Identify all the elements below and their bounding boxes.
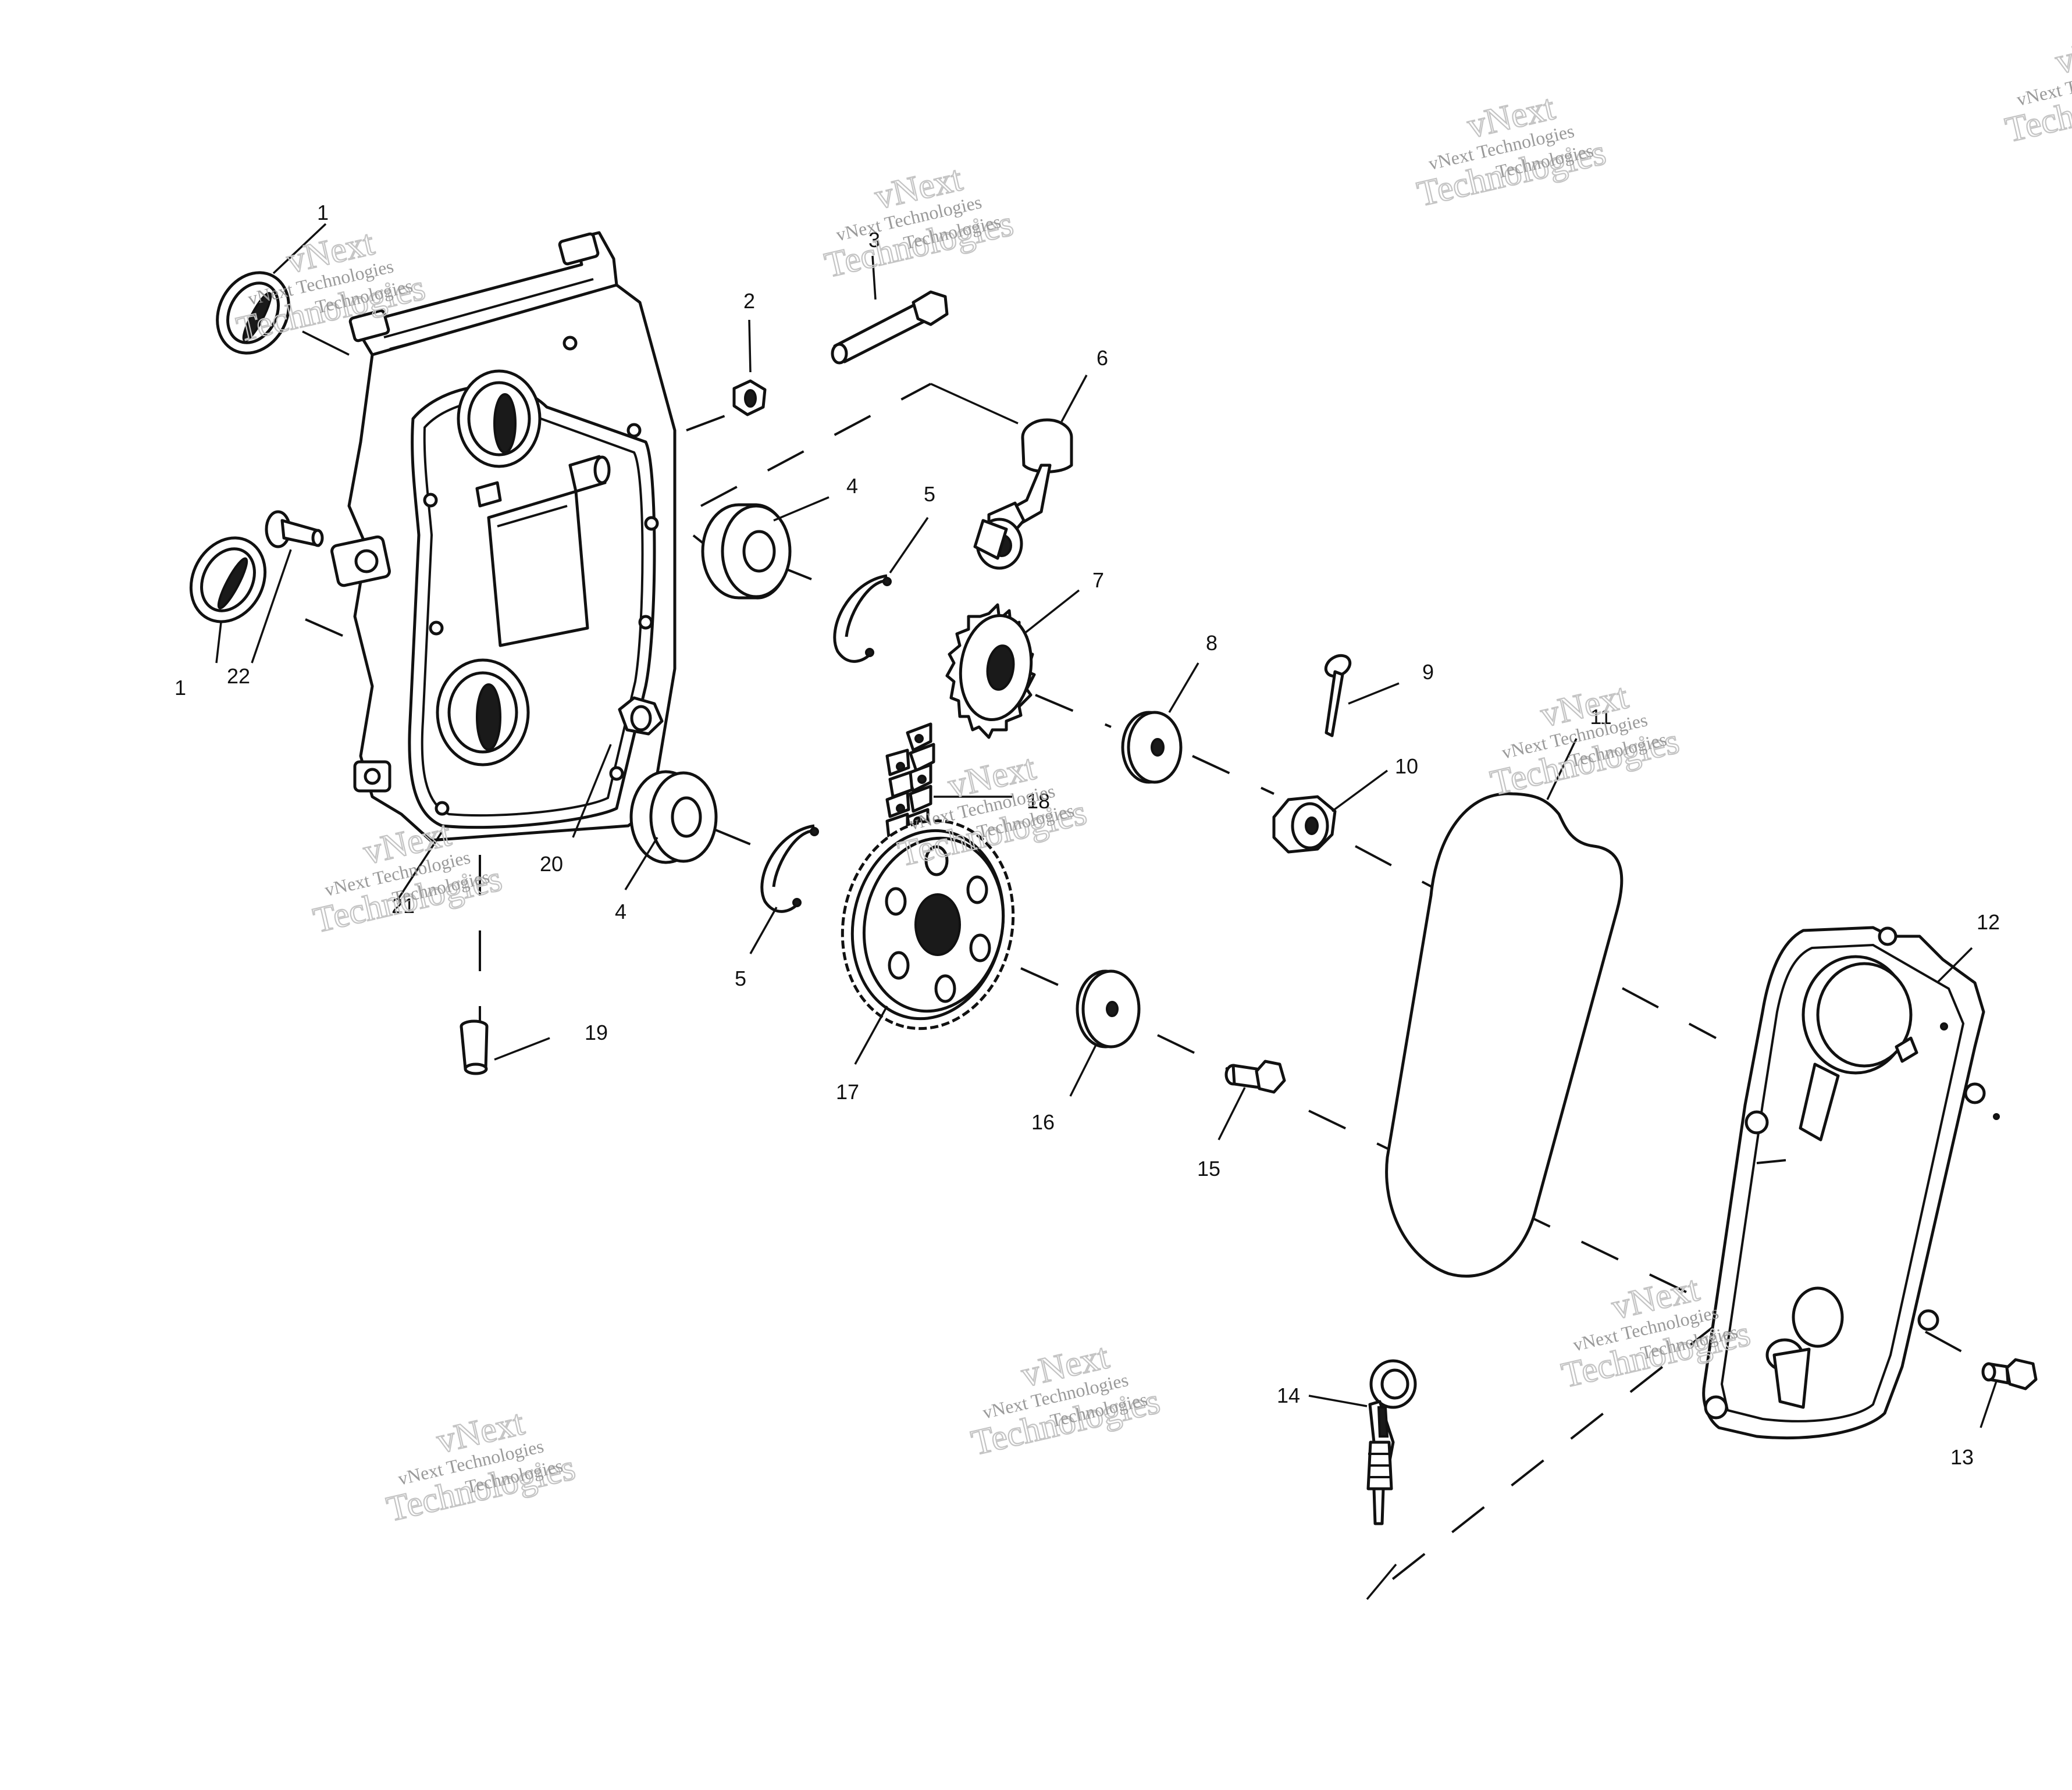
cotter-pin-part-9 [1324, 654, 1352, 737]
nut-part-20 [618, 696, 664, 736]
seal-part-1-bottom [189, 536, 267, 623]
callout-1-bottom: 1 [175, 676, 186, 700]
callout-9: 9 [1422, 660, 1434, 684]
callout-15: 15 [1197, 1157, 1220, 1181]
gear-part-17 [841, 819, 1015, 1031]
callout-10: 10 [1395, 754, 1418, 778]
gasket-part-11 [1385, 792, 1624, 1278]
snap-ring-part-5-top [833, 574, 892, 663]
watermark-r3-c2: vNext vNext Technologies Technologies Te… [967, 1336, 1165, 1464]
callout-16: 16 [1031, 1110, 1055, 1134]
callout-12: 12 [1977, 910, 2000, 934]
seal-part-1-top [216, 271, 290, 355]
leader-lines [215, 223, 1998, 1428]
callout-1-top: 1 [317, 201, 329, 224]
pin-part-22 [265, 510, 324, 548]
bolt-part-3 [831, 290, 949, 365]
svg-text:vNext: vNext [2052, 23, 2072, 81]
callout-2: 2 [743, 289, 755, 313]
bolt-part-15 [1224, 1060, 1286, 1094]
nut-part-10 [1272, 795, 1337, 854]
callout-20: 20 [540, 852, 563, 876]
bearing-part-4-top [701, 503, 792, 600]
bearing-part-4-bottom [629, 770, 718, 864]
callout-7: 7 [1092, 568, 1104, 592]
nut-part-2 [732, 379, 767, 416]
dipstick-part-14 [1366, 1359, 1417, 1525]
watermark-r1-c3: vNext vNext Technologies Technologies Te… [1413, 87, 1610, 215]
callout-22: 22 [227, 664, 250, 688]
watermark-r1-c4: vNext vNext Technologies Technologies [2001, 23, 2072, 151]
callout-8: 8 [1206, 631, 1217, 655]
chain-part-18 [885, 722, 935, 839]
callout-18: 18 [1027, 789, 1050, 813]
chaincase-housing-part-21 [330, 231, 677, 842]
washer-part-16 [1076, 969, 1141, 1049]
callout-6: 6 [1096, 346, 1108, 370]
callout-3: 3 [868, 228, 880, 252]
callout-labels: 1 1 22 2 3 6 4 5 7 8 9 10 11 18 20 21 4 … [175, 201, 2000, 1469]
callout-21: 21 [391, 894, 415, 918]
callout-5-bottom: 5 [735, 967, 746, 990]
watermark-r1-c2: vNext vNext Technologies Technologies Te… [821, 158, 1018, 286]
callout-4-bottom: 4 [615, 900, 626, 923]
plug-part-19 [460, 1019, 489, 1075]
callout-17: 17 [836, 1080, 859, 1104]
tensioner-arm-part-6 [973, 418, 1073, 570]
cover-part-12 [1702, 926, 2000, 1440]
watermarks: vNext vNext Technologies Technologies Te… [232, 23, 2072, 1530]
callout-14: 14 [1277, 1383, 1300, 1407]
callout-13: 13 [1950, 1445, 1974, 1469]
callout-11: 11 [1590, 705, 1611, 729]
callout-19: 19 [585, 1021, 608, 1044]
bolt-part-13 [1981, 1358, 2038, 1390]
watermark-r2-c3: vNext vNext Technologies Technologies Te… [1486, 676, 1683, 804]
callout-4-top: 4 [846, 474, 858, 498]
watermark-r2-c4: vNext vNext Technologies Technologies [2066, 603, 2072, 739]
washer-part-8 [1121, 711, 1183, 784]
watermark-r3-c1: vNext vNext Technologies Technologies Te… [382, 1402, 579, 1530]
snap-ring-part-5-bottom [760, 824, 819, 913]
callout-5-top: 5 [924, 482, 935, 506]
sprocket-part-7 [945, 603, 1036, 739]
